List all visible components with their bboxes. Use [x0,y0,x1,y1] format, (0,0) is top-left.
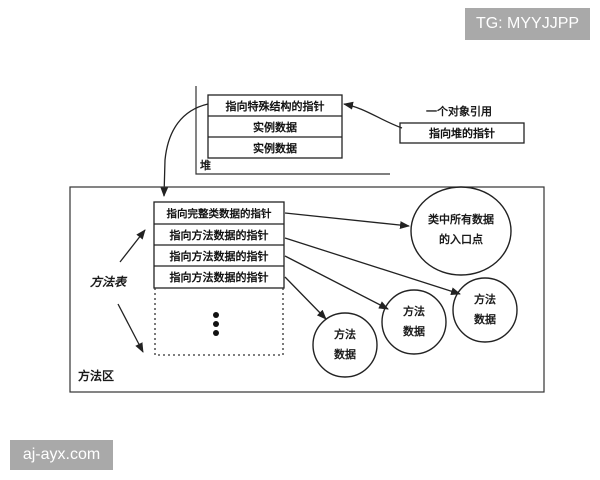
heap-to-class-arrow [160,103,209,197]
class-entry-circle [410,186,512,276]
watermark-bottom-left: aj-ayx.com [10,440,113,470]
reference-caption: 一个对象引用 [426,105,492,118]
method-data-circle-2 [381,289,447,355]
method-table-border [153,201,285,289]
method-data-text-3: 方法 数据 [465,290,505,330]
method-data-circle-1 [312,312,378,378]
watermark-top-right: TG: MYYJJPP [465,8,590,40]
method-arrow-3 [284,237,461,296]
class-entry-line2: 的入口点 [439,233,483,246]
reference-arrow [343,101,403,129]
class-entry-line1: 类中所有数据 [428,213,494,226]
reference-box: 指向堆的指针 [429,127,495,140]
method-data-circle-3 [452,277,518,343]
method-table-down-arrow [117,303,144,353]
method-data-text-2: 方法 数据 [394,302,434,342]
method-table-row-class-data: 指向完整类数据的指针 [166,207,272,220]
heap-label: 堆 [200,159,211,172]
class-entry-text: 类中所有数据 的入口点 [416,210,506,250]
method-arrow-2 [284,255,389,310]
heap-row-instance-data: 实例数据 [253,141,297,155]
heap-row-instance-data: 实例数据 [253,120,297,134]
method-data-line1: 方法 [403,305,425,318]
heap-row-special-pointer: 指向特殊结构的指针 [225,99,325,113]
method-table-row-method: 指向方法数据的指针 [169,271,269,284]
method-data-line2: 数据 [334,348,356,361]
method-data-line1: 方法 [474,293,496,306]
method-table-up-arrow [119,229,146,263]
reference-box-border [399,122,525,144]
method-area-frame [69,186,545,393]
method-data-text-1: 方法 数据 [325,325,365,365]
method-table-row-method: 指向方法数据的指针 [169,249,269,263]
method-table-continuation [154,288,284,356]
heap-frame [195,86,390,175]
heap-table-border [207,94,343,159]
ellipsis-dots [213,312,221,338]
method-table-row-method: 指向方法数据的指针 [169,228,269,242]
method-data-line1: 方法 [334,328,356,341]
method-area-label: 方法区 [78,369,115,383]
method-table-label: 方法表 [90,275,127,289]
method-arrow-1 [284,276,327,320]
class-data-arrow [284,212,410,230]
method-data-line2: 数据 [403,325,425,338]
method-data-line2: 数据 [474,313,496,326]
